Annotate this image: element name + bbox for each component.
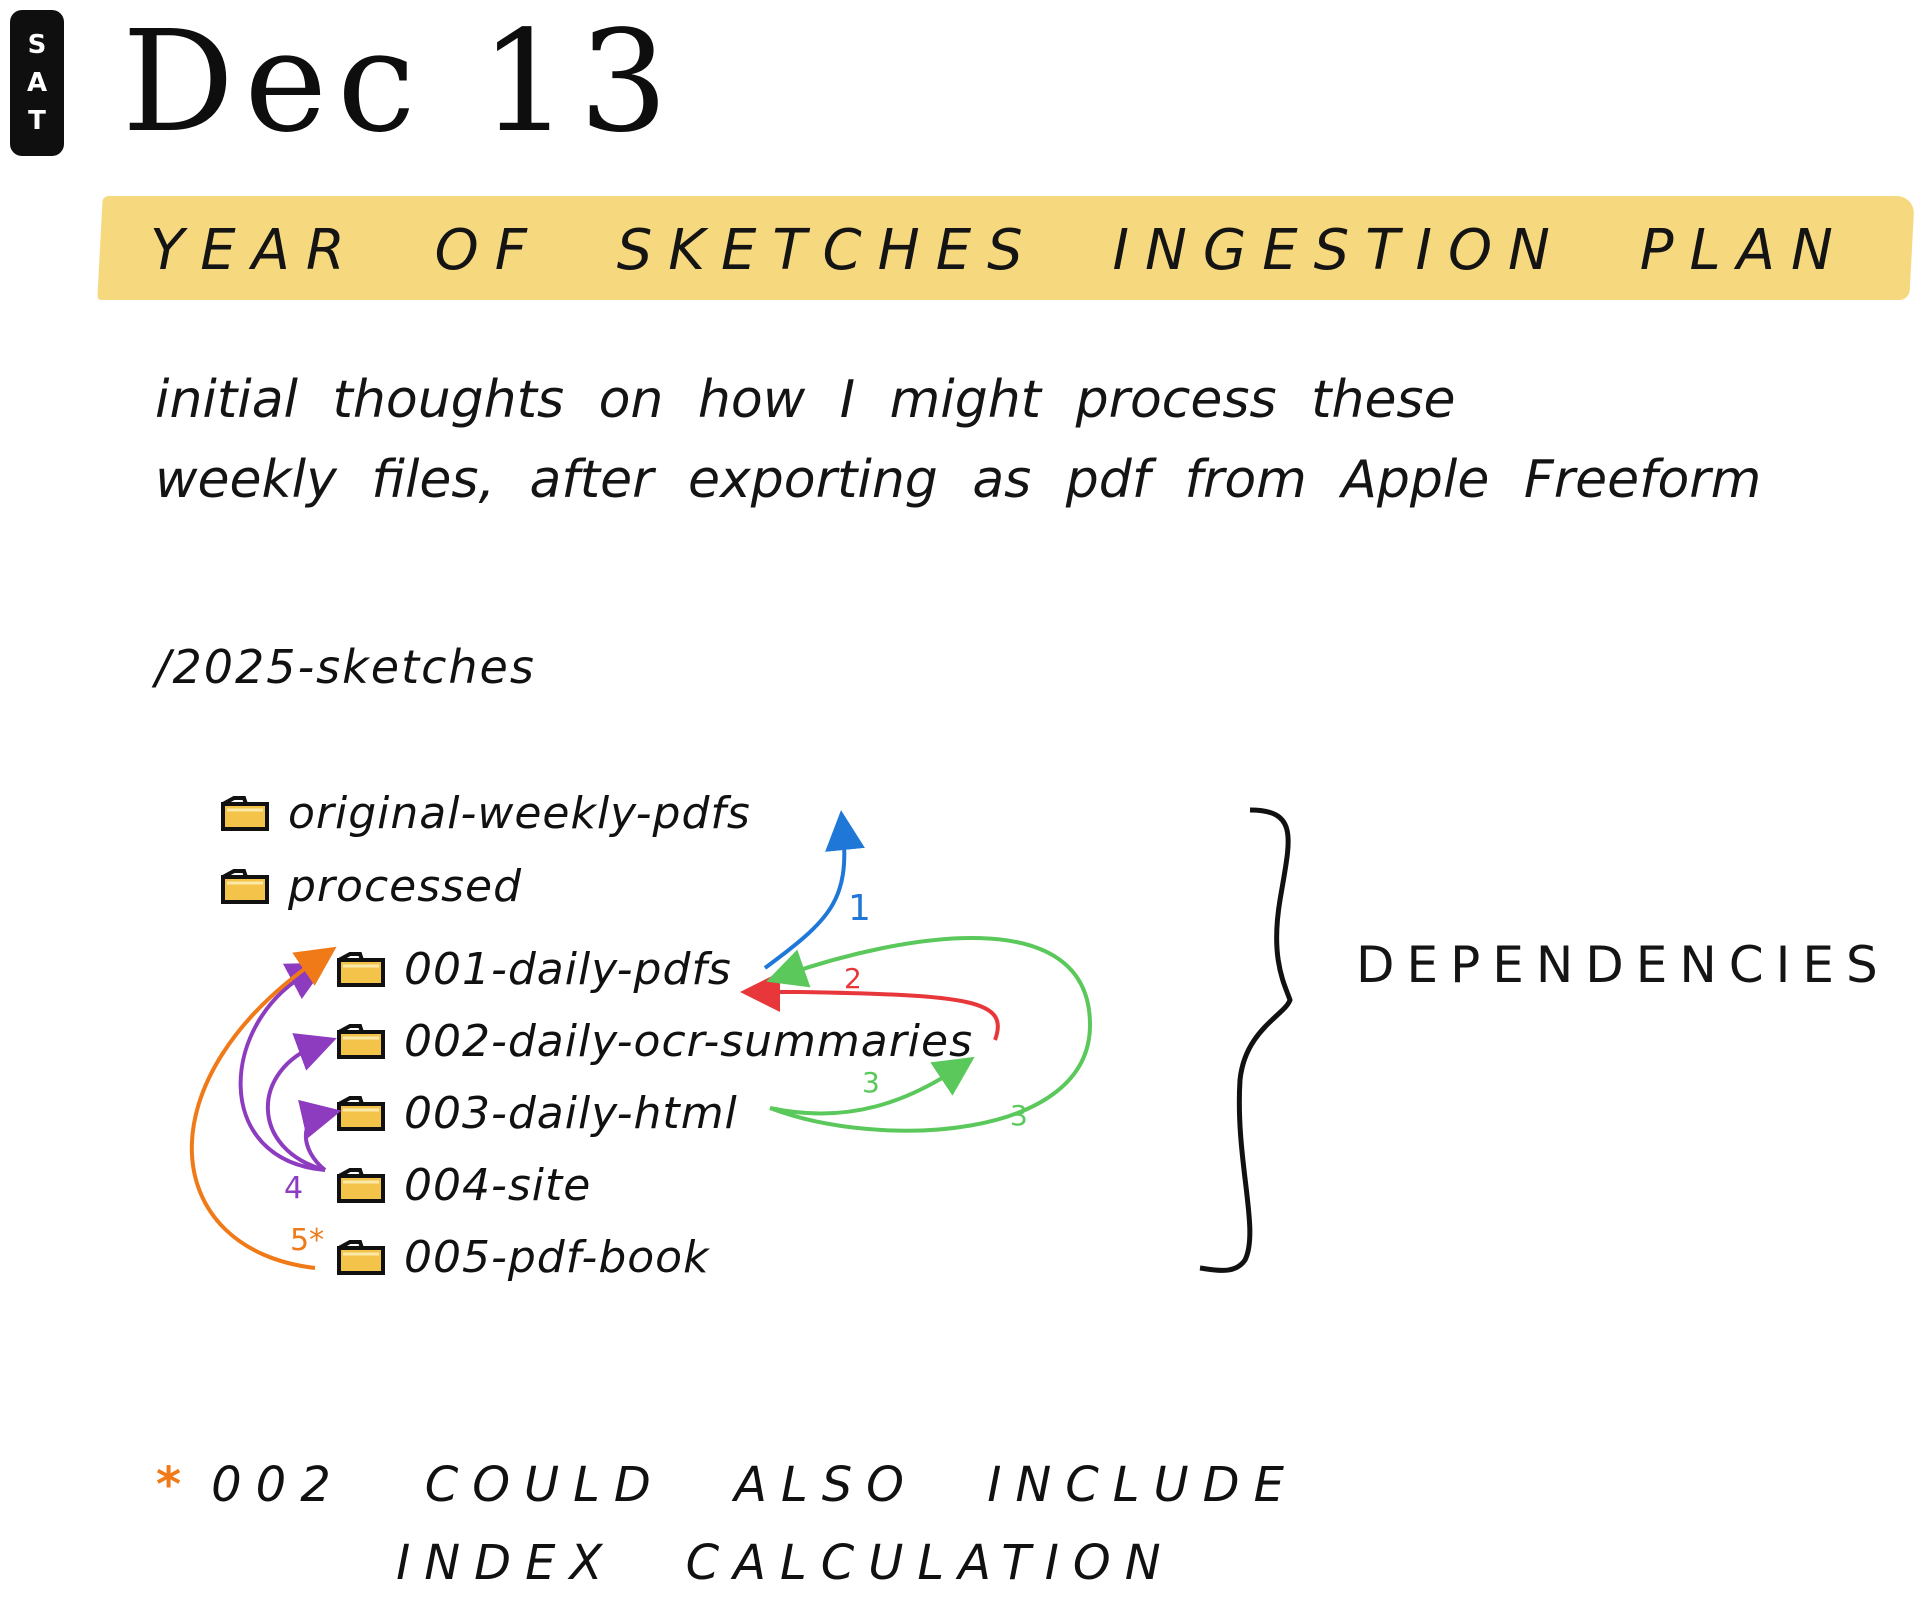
intro-line-1: initial thoughts on how I might process … bbox=[155, 370, 1456, 430]
day-of-week-tab: S A T bbox=[10, 10, 64, 156]
step-label-3b: 3 bbox=[1010, 1099, 1028, 1132]
intro-line-2: weekly files, after exporting as pdf fro… bbox=[155, 450, 1762, 510]
folder-label: processed bbox=[288, 861, 523, 912]
arrow-step-4a bbox=[238, 962, 328, 1172]
step-label-4: 4 bbox=[284, 1171, 303, 1206]
arrow-step-4b bbox=[265, 1033, 337, 1172]
folder-icon bbox=[336, 1095, 386, 1132]
folder-icon bbox=[336, 1167, 386, 1204]
footnote-text-1: COULD ALSO INCLUDE bbox=[424, 1457, 1298, 1513]
dependencies-brace bbox=[1199, 807, 1293, 1273]
footnote-ref: 002 bbox=[211, 1457, 345, 1513]
folder-label: original-weekly-pdfs bbox=[288, 788, 751, 839]
folder-row-002-daily-ocr-summaries: 002-daily-ocr-summaries bbox=[336, 1016, 973, 1067]
dependencies-label: DEPENDENCIES bbox=[1356, 936, 1890, 994]
root-folder-path: /2025-sketches bbox=[155, 640, 536, 694]
intro-text: initial thoughts on how I might process … bbox=[155, 360, 1855, 520]
folder-icon bbox=[220, 795, 270, 832]
arrow-step-1 bbox=[763, 810, 865, 970]
folder-row-001-daily-pdfs: 001-daily-pdfs bbox=[336, 944, 732, 995]
arrow-step-3a bbox=[769, 1056, 975, 1116]
folder-row-004-site: 004-site bbox=[336, 1160, 591, 1211]
step-label-3a: 3 bbox=[862, 1066, 880, 1099]
folder-row-005-pdf-book: 005-pdf-book bbox=[336, 1232, 710, 1283]
folder-label: 002-daily-ocr-summaries bbox=[404, 1016, 974, 1067]
folder-label: 001-daily-pdfs bbox=[404, 944, 732, 995]
arrow-step-4c bbox=[298, 1099, 342, 1172]
footnote-line-1: 002 COULD ALSO INCLUDE bbox=[211, 1446, 1298, 1524]
footnote: * 002 COULD ALSO INCLUDE INDEX CALCULATI… bbox=[156, 1446, 1298, 1602]
folder-icon bbox=[336, 1023, 386, 1060]
day-letter: A bbox=[26, 68, 48, 98]
folder-label: 004-site bbox=[404, 1160, 592, 1211]
folder-icon bbox=[336, 951, 386, 988]
footnote-body: 002 COULD ALSO INCLUDE INDEX CALCULATION bbox=[211, 1446, 1298, 1602]
date-title: Dec 13 bbox=[122, 1, 679, 164]
step-label-1: 1 bbox=[848, 888, 871, 929]
folder-row-003-daily-html: 003-daily-html bbox=[336, 1088, 738, 1139]
folder-label: 003-daily-html bbox=[404, 1088, 738, 1139]
folder-label: 005-pdf-book bbox=[404, 1232, 710, 1283]
folder-icon bbox=[336, 1239, 386, 1276]
day-letter: T bbox=[28, 106, 46, 136]
asterisk-icon: * bbox=[156, 1457, 182, 1513]
footnote-line-2: INDEX CALCULATION bbox=[396, 1535, 1175, 1591]
folder-row-original-weekly-pdfs: original-weekly-pdfs bbox=[220, 788, 751, 839]
page-title: YEAR OF SKETCHES INGESTION PLAN bbox=[150, 218, 1849, 283]
step-label-5: 5* bbox=[290, 1223, 324, 1258]
step-label-2: 2 bbox=[844, 962, 862, 995]
arrow-step-5 bbox=[189, 946, 337, 1270]
folder-icon bbox=[220, 868, 270, 905]
folder-row-processed: processed bbox=[220, 861, 522, 912]
day-letter: S bbox=[27, 30, 47, 60]
